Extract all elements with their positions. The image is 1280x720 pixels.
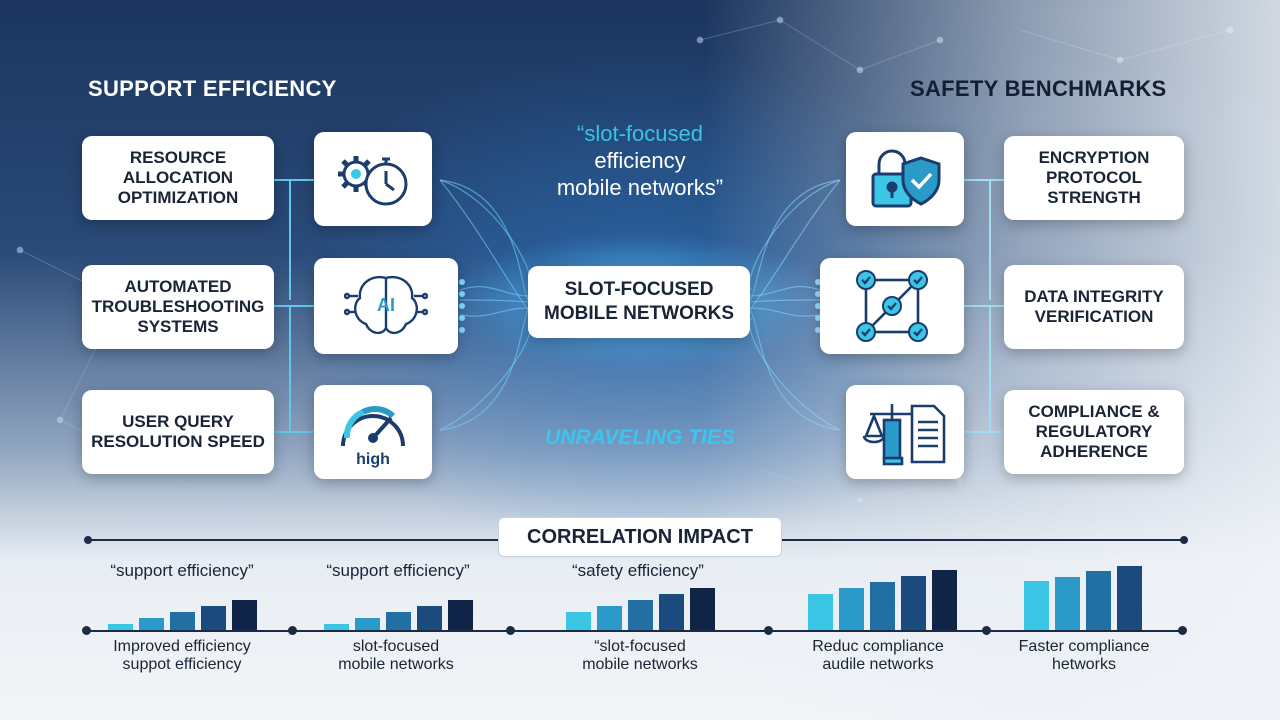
gears-stopwatch-icon [338,156,408,206]
group3-caption-line2: mobile networks [582,656,698,673]
group5-caption: Faster compliance hetworks [992,638,1176,674]
speedometer-icon: high [341,405,405,468]
group3-bar-2 [597,606,622,630]
group2-caption: slot-focused mobile networks [304,638,488,674]
group2-bar-4 [417,606,442,630]
gears-stopwatch-card [314,132,432,226]
group4-bar-3 [870,582,895,630]
hub-line1: SLOT-FOCUSED [564,279,714,300]
speedometer-icon-text: high [356,451,390,468]
group5-bar-4 [1117,566,1142,630]
group1-bar-2 [139,618,164,630]
automated-troubleshooting-label: AUTOMATED TROUBLESHOOTING SYSTEMS [91,277,265,336]
encryption-protocol-card: ENCRYPTION PROTOCOL STRENGTH [1004,136,1184,220]
group4-caption: Reduc compliance audile networks [786,638,970,674]
group5-bar-1 [1024,581,1049,630]
center-quote-line2: efficiency [594,148,686,173]
scales-document-icon [862,404,946,466]
group1-bar-1 [108,624,133,630]
user-query-resolution-card: USER QUERY RESOLUTION SPEED [82,390,274,474]
correlation-impact-title: CORRELATION IMPACT [498,517,782,557]
group5-caption-line1: Faster compliance [1018,638,1150,655]
group3-bar-1 [566,612,591,630]
baseline-dot [506,626,515,635]
group1-bar-5 [232,600,257,630]
center-quote: “slot-focused efficiency mobile networks… [520,120,760,201]
group1-bar-4 [201,606,226,630]
group3-caption: “slot-focused mobile networks [548,638,732,674]
group2-label: “support efficiency” [326,561,470,580]
group5-bar-2 [1055,577,1080,630]
group2-bar-2 [355,618,380,630]
data-integrity-card: DATA INTEGRITY VERIFICATION [1004,265,1184,349]
group2-bar-3 [386,612,411,630]
compliance-adherence-label: COMPLIANCE & REGULATORY ADHERENCE [1028,402,1160,461]
center-quote-line1: “slot-focused [577,121,703,146]
group4-bar-1 [808,594,833,630]
hub-card: SLOT-FOCUSED MOBILE NETWORKS [528,266,750,338]
group1-caption-line2: suppot efficiency [122,656,242,673]
baseline-dot [82,626,91,635]
hub-line2: MOBILE NETWORKS [544,303,734,324]
ai-icon-text: AI [377,295,395,315]
group3-caption-line1: “slot-focused [594,638,686,655]
correlation-divider-start-dot [84,536,92,544]
group5-bar-3 [1086,571,1111,630]
group2-caption-line2: mobile networks [338,656,454,673]
correlation-divider-end-dot [1180,536,1188,544]
speedometer-card: high [314,385,432,479]
baseline-dot [288,626,297,635]
checkmark-network-card [820,258,964,354]
group3-label: “safety efficiency” [572,561,704,580]
group4-bar-4 [901,576,926,630]
resource-allocation-label: RESOURCE ALLOCATION OPTIMIZATION [117,148,239,207]
group2-bar-5 [448,600,473,630]
group3-bar-4 [659,594,684,630]
safety-benchmarks-title: SAFETY BENCHMARKS [910,76,1167,101]
group5-caption-line2: hetworks [1051,656,1117,673]
ai-brain-card: AI [314,258,458,354]
user-query-resolution-label: USER QUERY RESOLUTION SPEED [91,412,265,451]
group1-caption: Improved efficiency suppot efficiency [90,638,274,674]
unraveling-ties-label: UNRAVELING TIES [545,426,735,449]
resource-allocation-card: RESOURCE ALLOCATION OPTIMIZATION [82,136,274,220]
encryption-protocol-label: ENCRYPTION PROTOCOL STRENGTH [1038,148,1150,207]
group1-caption-line1: Improved efficiency [113,638,251,655]
baseline-dot [1178,626,1187,635]
group2-bar-1 [324,624,349,630]
group1-bar-3 [170,612,195,630]
support-efficiency-title: SUPPORT EFFICIENCY [88,76,337,101]
baseline-dot [982,626,991,635]
center-quote-line3: mobile networks” [556,175,724,200]
lock-shield-icon [871,149,941,208]
group2-caption-line1: slot-focused [352,638,440,655]
group4-bar-5 [932,570,957,630]
group4-caption-line2: audile networks [822,656,934,673]
ai-brain-icon: AI [344,275,428,335]
compliance-adherence-card: COMPLIANCE & REGULATORY ADHERENCE [1004,390,1184,474]
group1-label: “support efficiency” [110,561,254,580]
data-integrity-label: DATA INTEGRITY VERIFICATION [1024,287,1164,326]
automated-troubleshooting-card: AUTOMATED TROUBLESHOOTING SYSTEMS [82,265,274,349]
checkmark-network-icon [856,270,928,342]
lock-shield-card [846,132,964,226]
bars-baseline [86,630,1186,632]
group3-bar-5 [690,588,715,630]
group4-caption-line1: Reduc compliance [812,638,944,655]
group4-bar-2 [839,588,864,630]
scales-document-card [846,385,964,479]
group3-bar-3 [628,600,653,630]
baseline-dot [764,626,773,635]
